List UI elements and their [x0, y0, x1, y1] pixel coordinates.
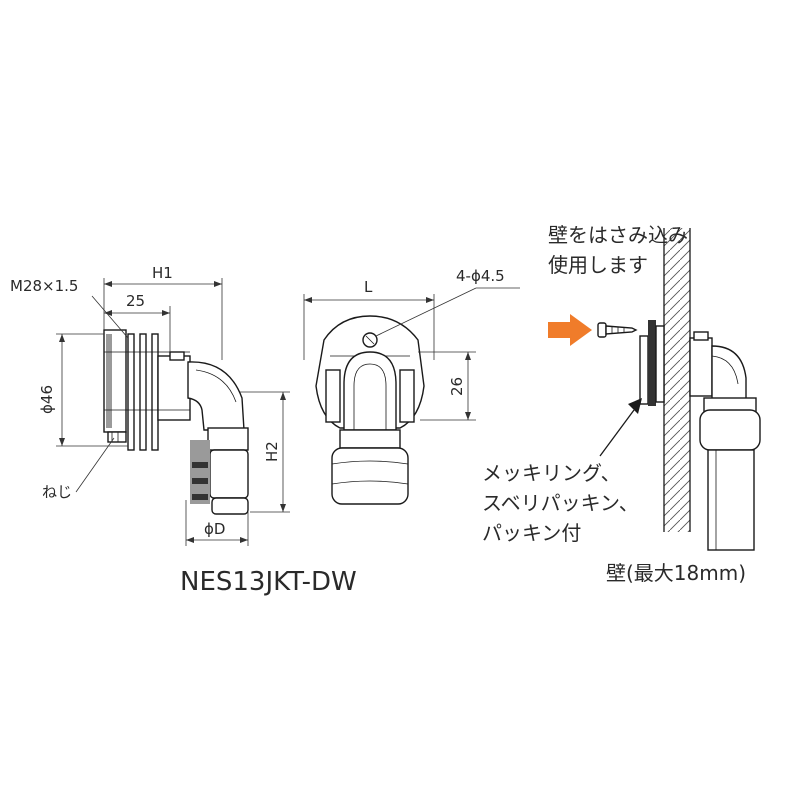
wall-label: 壁(最大18mm)	[606, 561, 746, 585]
model-name: NES13JKT-DW	[180, 567, 357, 597]
parts-line3: パッキン付	[482, 521, 581, 545]
screw-icon	[597, 322, 638, 338]
side-view-drawing	[56, 278, 290, 546]
front-view-drawing	[303, 287, 520, 505]
dim-l-label: L	[364, 278, 373, 296]
thread-spec-label: M28×1.5	[10, 277, 78, 295]
thread-label: ねじ	[42, 483, 72, 501]
dim-phid-label: ϕD	[204, 520, 225, 538]
installation-diagram	[548, 228, 761, 551]
dim-h1-label: H1	[152, 264, 173, 282]
push-direction-arrow	[548, 314, 592, 346]
dim-26-label: 26	[448, 377, 466, 396]
dim-h2-label: H2	[263, 441, 281, 462]
parts-line1: メッキリング、	[482, 461, 621, 485]
dim-25-label: 25	[126, 292, 145, 310]
dim-phi46-label: ϕ46	[38, 385, 56, 414]
holes-label: 4-ϕ4.5	[456, 267, 505, 285]
install-note-line1: 壁をはさみ込み	[548, 223, 688, 247]
install-note-line2: 使用します	[548, 253, 648, 277]
parts-line2: スベリパッキン、	[482, 491, 639, 515]
